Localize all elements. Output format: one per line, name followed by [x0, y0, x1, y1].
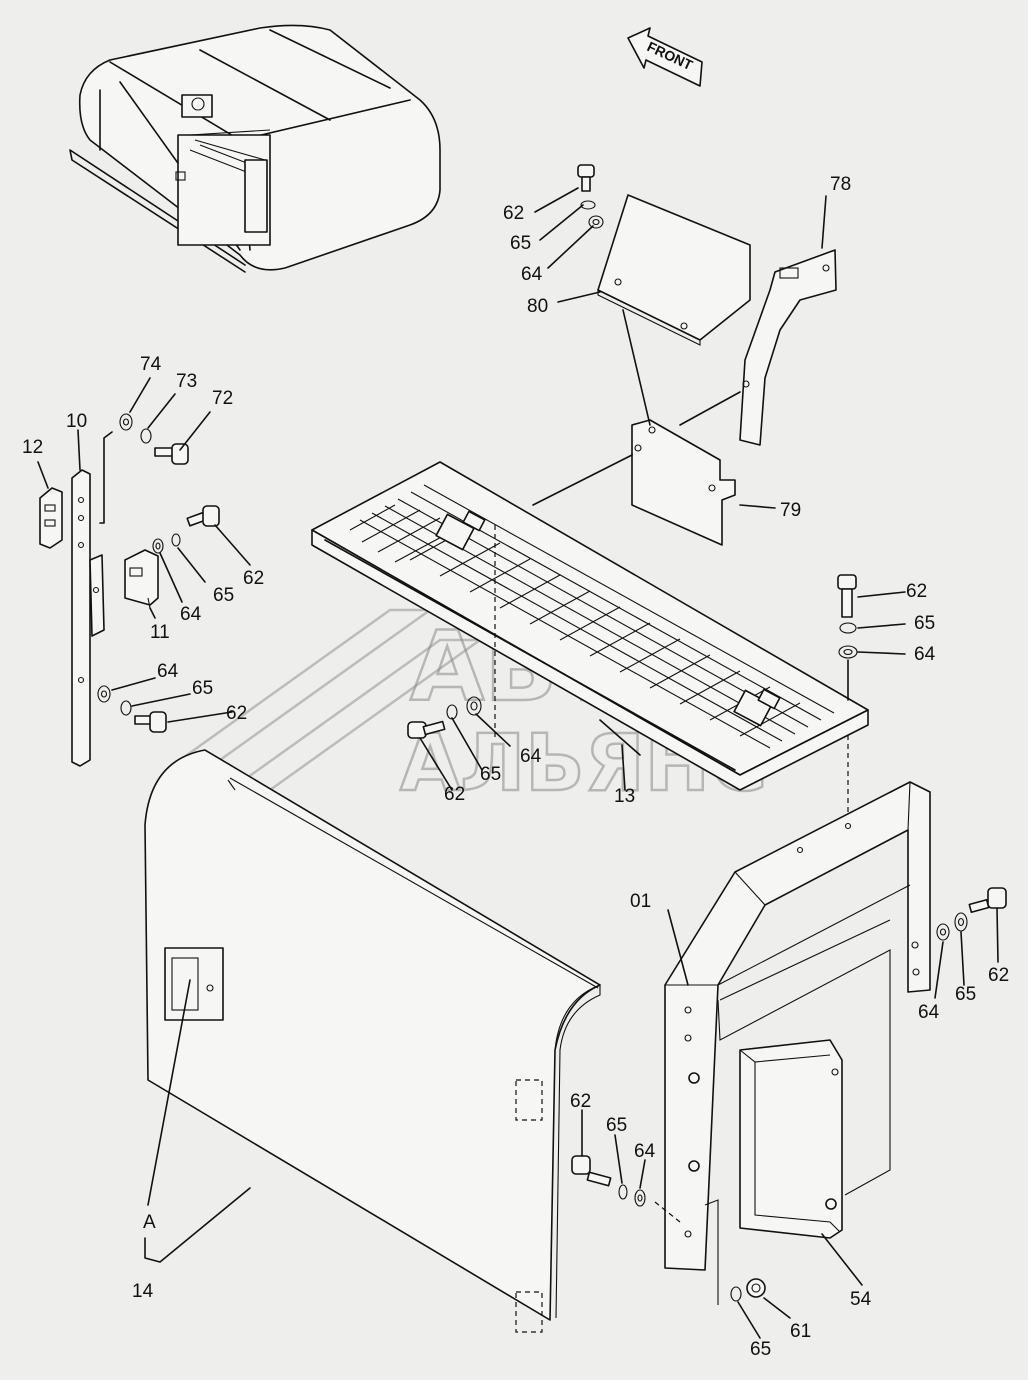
fasteners-62-center-icon [407, 696, 482, 739]
callout-61: 61 [790, 1321, 811, 1342]
bolt-62-top-icon [577, 164, 604, 229]
callout-62: 62 [988, 965, 1009, 986]
part-54-cover [739, 1039, 843, 1239]
part-10-strip [71, 469, 105, 767]
fasteners-62-mid-icon [152, 505, 220, 554]
fasteners-62-far-right-icon [936, 887, 1007, 941]
callout-64: 64 [157, 661, 179, 682]
callout-65: 65 [606, 1115, 627, 1136]
callout-64: 64 [180, 604, 202, 625]
callout-62: 62 [226, 703, 247, 724]
leaders-bottom [581, 909, 863, 1339]
callout-62: 62 [243, 568, 264, 589]
callout-62: 62 [503, 203, 524, 224]
callout-65: 65 [480, 764, 501, 785]
part-01-frame [664, 781, 931, 1305]
callout-62: 62 [906, 581, 927, 602]
callout-64: 64 [634, 1141, 656, 1162]
leaders-center [419, 713, 641, 791]
leader-10 [99, 431, 113, 524]
callout-79: 79 [780, 500, 801, 521]
callout-78: 78 [830, 174, 851, 195]
callout-65: 65 [914, 613, 935, 634]
part-78-bracket [739, 249, 837, 446]
front-arrow-icon: FRONT [627, 27, 703, 87]
callout-64: 64 [918, 1002, 940, 1023]
grille-crossbars [409, 526, 801, 737]
part-14-door [144, 749, 601, 1333]
callout-65: 65 [213, 585, 234, 606]
callout-14: 14 [132, 1281, 154, 1302]
callout-10: 10 [66, 411, 87, 432]
callout-62: 62 [444, 784, 465, 805]
callout-65: 65 [510, 233, 531, 254]
callout-65: 65 [955, 984, 976, 1005]
callout-64: 64 [914, 644, 936, 665]
leaders-top [532, 187, 827, 509]
bolt-62-right-icon [837, 574, 858, 820]
callout-62: 62 [570, 1091, 591, 1112]
callout-01: 01 [630, 891, 651, 912]
part-11-hinge [124, 549, 159, 609]
callout-64: 64 [521, 264, 543, 285]
callout-74: 74 [140, 354, 162, 375]
callout-a: A [143, 1212, 156, 1233]
callout-labels: 62 65 64 80 78 79 74 73 72 12 10 62 65 6… [22, 174, 1009, 1360]
leaders-far-right [934, 907, 999, 999]
overview-machine [69, 24, 441, 273]
part-80-plate [597, 194, 751, 346]
callout-73: 73 [176, 371, 197, 392]
callout-54: 54 [850, 1289, 872, 1310]
fasteners-62-low-icon [97, 685, 167, 733]
callout-72: 72 [212, 388, 233, 409]
callout-12: 12 [22, 437, 43, 458]
fasteners-72-74-icon [119, 413, 189, 465]
leaders-left [37, 377, 251, 723]
callout-80: 80 [527, 296, 548, 317]
part-12-latch [39, 487, 63, 549]
leaders-right-top [857, 591, 906, 655]
part-79-bracket [631, 419, 736, 546]
callout-64: 64 [520, 746, 542, 767]
leaders-door [144, 979, 251, 1263]
callout-13: 13 [614, 786, 635, 807]
fasteners-62-bottom-icon [571, 1155, 766, 1302]
part-13-grille [311, 461, 869, 791]
callout-65: 65 [192, 678, 213, 699]
callout-65: 65 [750, 1339, 771, 1360]
callout-11: 11 [150, 622, 170, 643]
